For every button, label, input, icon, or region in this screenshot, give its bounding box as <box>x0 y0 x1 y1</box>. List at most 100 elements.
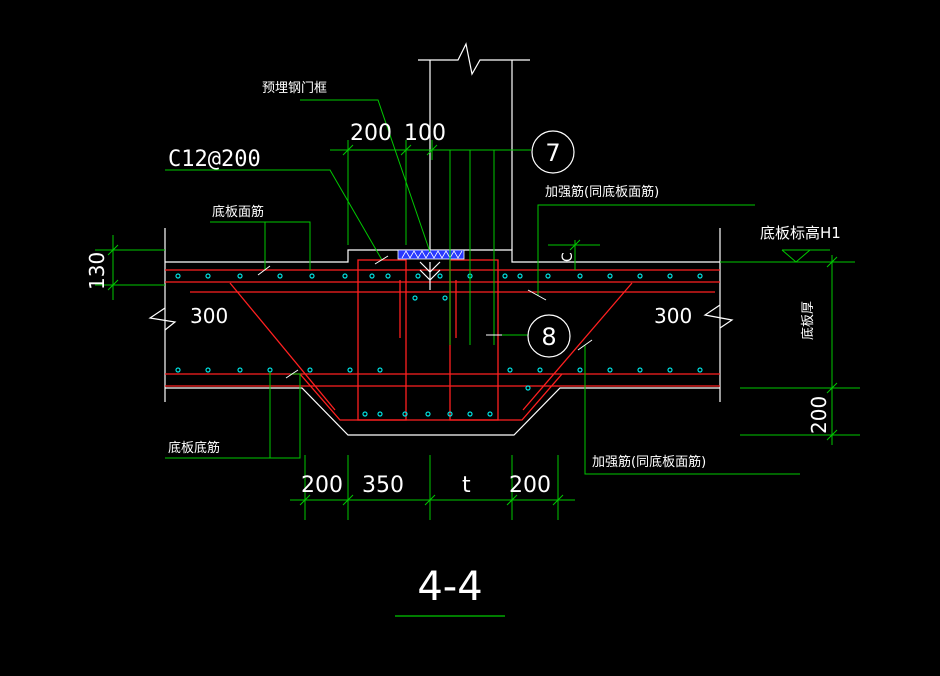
leader-embedded-frame <box>300 99 431 253</box>
dim-130: 130 <box>85 252 109 290</box>
leader-tick-5 <box>577 339 593 351</box>
rebar-dot <box>545 273 551 279</box>
rebar-dot <box>502 273 508 279</box>
dim-200-top: 200 <box>350 121 392 146</box>
rebar-dot <box>342 273 348 279</box>
break-left <box>148 307 177 331</box>
dim-200-right: 200 <box>807 396 831 434</box>
rebar-dot <box>347 367 353 373</box>
leader-slab-top <box>210 221 311 270</box>
rebar-dot <box>267 367 273 373</box>
stirrup-right <box>449 259 499 421</box>
dim-c: C <box>560 252 576 262</box>
dim-200-b1: 200 <box>301 473 343 498</box>
rebar-dot <box>437 273 443 279</box>
rebar-dot <box>607 273 613 279</box>
dim-right-tick-1 <box>826 256 838 268</box>
dim-top-tick-3 <box>426 144 438 156</box>
steel-frame-plate <box>397 249 465 260</box>
rebar-dot <box>637 273 643 279</box>
wall-break <box>418 42 530 76</box>
dim-bottom-tick-2 <box>342 494 354 506</box>
dim-t: t <box>462 473 471 498</box>
leader-tick-4 <box>527 289 547 301</box>
label-reinf-bottom: 加强筋(同底板面筋) <box>592 454 706 470</box>
rebar-dot <box>237 273 243 279</box>
leader-reinf-top <box>537 204 755 296</box>
steel-frame-block <box>397 249 465 290</box>
rebar-dot <box>362 411 368 417</box>
dim-top-tick-1 <box>342 144 354 156</box>
rebar-dot <box>577 367 583 373</box>
dim-bottom-tick-1 <box>299 494 311 506</box>
rebar-dot <box>447 411 453 417</box>
dim-top-tick-2 <box>400 144 412 156</box>
dim-100-top: 100 <box>404 121 446 146</box>
label-slab-bottom: 底板底筋 <box>168 440 220 456</box>
diag-left <box>229 282 336 411</box>
dim-bottom-tick-3 <box>424 494 436 506</box>
callout-8: 8 <box>541 323 556 351</box>
leader-slab-bottom-2 <box>270 373 301 459</box>
label-rebar-spec: C12@200 <box>168 147 261 172</box>
rebar-dots <box>175 273 703 417</box>
rebar-dot <box>402 411 408 417</box>
leader-tick-3 <box>285 369 299 379</box>
rebar-dot <box>607 367 613 373</box>
leader-reinf-bottom <box>584 345 800 475</box>
rebar-dot <box>377 367 383 373</box>
rebar-dot <box>637 367 643 373</box>
rebar-dot <box>237 367 243 373</box>
leader-tick-2 <box>257 265 271 276</box>
rebar-dot <box>425 411 431 417</box>
dim-c-tick <box>569 239 581 251</box>
label-slab-elevation: 底板标高H1 <box>760 224 841 242</box>
rebar-dot <box>517 273 523 279</box>
rebar-dot <box>487 411 493 417</box>
rebar-dot <box>369 273 375 279</box>
rebar-dot <box>415 273 421 279</box>
callout-7: 7 <box>545 139 560 167</box>
rebar-dot <box>205 273 211 279</box>
rebar-dot <box>309 273 315 279</box>
dim-right-tick-3 <box>826 429 838 441</box>
rebar-dot <box>525 385 531 391</box>
rebar-group <box>165 259 720 421</box>
rebar-dot <box>467 411 473 417</box>
dim-130-tick-2 <box>107 279 119 291</box>
dim-bottom-tick-4 <box>506 494 518 506</box>
dim-200-b2: 200 <box>509 473 551 498</box>
rebar-dot <box>667 367 673 373</box>
callout-8-circle <box>527 314 571 358</box>
dimension-lines <box>95 99 860 520</box>
callout-7-circle <box>531 130 575 174</box>
rebar-dot <box>667 273 673 279</box>
dim-300-right: 300 <box>654 304 692 328</box>
steel-frame-hatch <box>401 250 463 259</box>
rebar-dot <box>697 367 703 373</box>
break-right <box>703 304 734 329</box>
pit-bottom-bar <box>299 373 563 421</box>
label-slab-top: 底板面筋 <box>212 204 264 220</box>
dim-300-left: 300 <box>190 304 228 328</box>
label-slab-thickness: 底板厚 <box>800 301 816 340</box>
rebar-dot <box>537 367 543 373</box>
dim-130-tick-1 <box>107 244 119 256</box>
rebar-dot <box>442 295 448 301</box>
leader-rebar-spec <box>165 169 383 261</box>
rebar-dot <box>412 295 418 301</box>
rebar-dot <box>175 367 181 373</box>
label-embedded-frame: 预埋钢门框 <box>262 81 327 96</box>
rebar-dot <box>697 273 703 279</box>
diag-right <box>522 282 633 411</box>
dim-bottom-tick-5 <box>552 494 564 506</box>
rebar-dot <box>175 273 181 279</box>
rebar-dot <box>385 273 391 279</box>
rebar-dot <box>205 367 211 373</box>
rebar-dot <box>507 367 513 373</box>
stirrup-left <box>357 259 407 421</box>
leader-tick-1 <box>374 255 389 265</box>
slab-bottom-edge <box>165 387 720 436</box>
section-title: 4-4 <box>417 564 482 610</box>
